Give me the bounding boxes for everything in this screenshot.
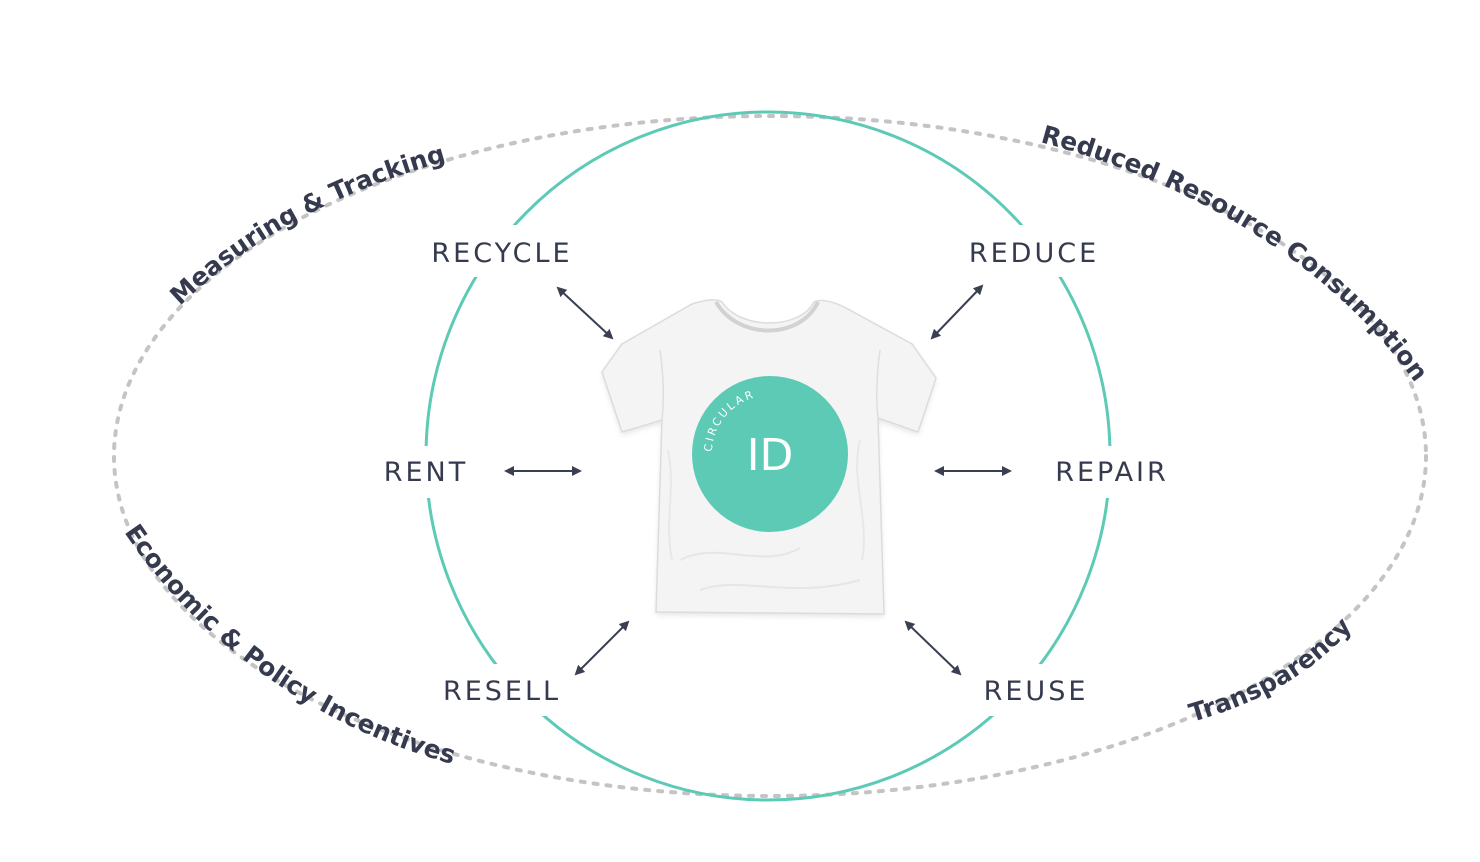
node-reduce: REDUCE — [969, 238, 1099, 269]
arrow-resell — [574, 620, 630, 676]
label-transparency: Transparency — [1186, 612, 1358, 728]
node-recycle: RECYCLE — [431, 238, 572, 269]
arrow-recycle — [556, 286, 614, 340]
label-economic-policy-incentives: Economic & Policy Incentives — [119, 519, 459, 770]
label-measuring-tracking: Measuring & Tracking — [164, 139, 448, 310]
node-reuse: REUSE — [984, 676, 1089, 707]
circular-id-badge: CIRCULAR ID — [692, 376, 848, 532]
node-repair: REPAIR — [1055, 457, 1169, 488]
node-rent: RENT — [384, 457, 469, 488]
node-resell: RESELL — [443, 676, 561, 707]
badge-id-text: ID — [747, 430, 794, 481]
arrow-reuse — [904, 620, 962, 676]
outer-dotted-ring — [112, 114, 1428, 798]
arrow-reduce — [930, 284, 984, 340]
